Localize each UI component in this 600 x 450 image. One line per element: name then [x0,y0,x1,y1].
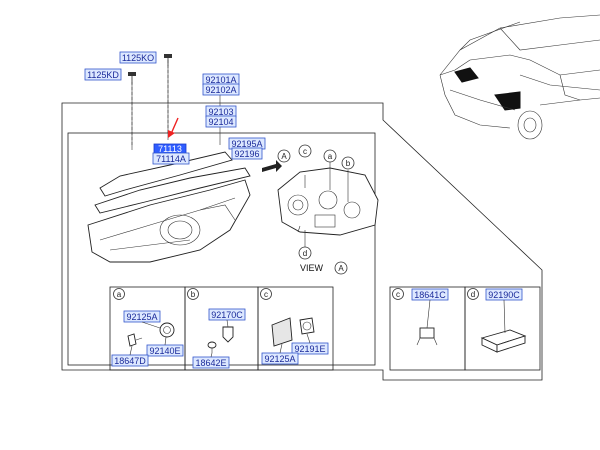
label-92125A-a-text: 92125A [126,312,157,322]
label-92125A-a[interactable]: 92125A [123,310,161,323]
section-callout-d [467,288,479,300]
label-92190C[interactable]: 92190C [485,288,523,301]
section-callout-b [187,288,199,300]
callout-A-text: A [281,152,287,161]
label-18642E[interactable]: 18642E [192,356,230,369]
callout-b [341,156,355,170]
part-drawing-92190c [480,329,527,353]
label-92195A-text: 92195A [231,139,262,149]
callout-c-text: c [303,147,307,156]
callout-c [298,144,312,158]
label-18641C-text: 18641C [414,290,446,300]
vehicle-location-illustration [439,14,600,140]
part-drawing-18641c [416,327,438,346]
label-92101A[interactable]: 92101A [202,73,240,86]
label-71113-text: 71113 [158,144,182,154]
label-92196[interactable]: 92196 [231,147,263,160]
label-92190C-text: 92190C [488,290,520,300]
label-18647D-text: 18647D [114,356,146,366]
part-drawing-a [127,322,175,347]
label-1125KO-text: 1125KO [122,53,154,63]
part-drawing-b [207,326,234,353]
rear-housing-view [277,162,379,248]
callout-A [277,149,291,163]
label-92125A-c-text: 92125A [264,354,295,364]
label-18641C[interactable]: 18641C [411,288,449,301]
section-callout-c2 [392,288,404,300]
label-1125KD[interactable]: 1125KD [84,68,122,81]
label-71114A[interactable]: 71114A [152,152,190,165]
label-92103[interactable]: 92103 [205,105,237,118]
detail-box-d-right [464,286,541,371]
callout-d [298,246,312,260]
headlamp-assembly-drawing [87,151,251,263]
label-92125A-c[interactable]: 92125A [261,352,299,365]
view-arrow [262,160,282,172]
view-letter-circle [334,261,348,275]
section-callout-d-text: d [471,290,475,299]
label-92191E-text: 92191E [294,344,325,354]
section-callout-c [260,288,272,300]
label-92140E-text: 92140E [149,346,180,356]
label-1125KD-text: 1125KD [87,70,119,80]
label-92170C-text: 92170C [211,310,243,320]
label-71113[interactable]: 71113 [153,143,187,155]
callout-d-text: d [303,249,307,258]
callout-a-text: a [328,152,333,161]
bolt-icon [164,54,172,66]
section-callout-a [113,288,125,300]
label-92191E[interactable]: 92191E [291,342,329,355]
label-92104-text: 92104 [208,117,233,127]
callout-b-text: b [346,159,351,168]
section-callout-c-text: c [264,290,268,299]
view-letter: A [338,264,344,273]
label-92102A-text: 92102A [205,85,236,95]
highlight-arrow [168,117,179,138]
label-92195A[interactable]: 92195A [228,137,266,150]
section-callout-a-text: a [117,290,122,299]
label-18642E-text: 18642E [195,358,226,368]
label-18647D[interactable]: 18647D [111,354,149,367]
section-callout-c2-text: c [396,290,400,299]
label-92196-text: 92196 [234,149,259,159]
detail-box-c [257,286,334,371]
section-callout-b-text: b [191,290,196,299]
label-71114A-text: 71114A [156,154,186,164]
label-92104[interactable]: 92104 [205,115,237,128]
label-92103-text: 92103 [208,107,233,117]
callout-a [323,149,337,163]
label-92102A[interactable]: 92102A [202,83,240,96]
label-92170C[interactable]: 92170C [208,308,246,321]
part-drawing-c [271,317,315,347]
label-1125KO[interactable]: 1125KO [119,51,157,64]
bolt-icon [128,72,136,84]
label-92140E[interactable]: 92140E [146,344,184,357]
label-92101A-text: 92101A [205,75,236,85]
view-label: VIEW [300,263,324,273]
